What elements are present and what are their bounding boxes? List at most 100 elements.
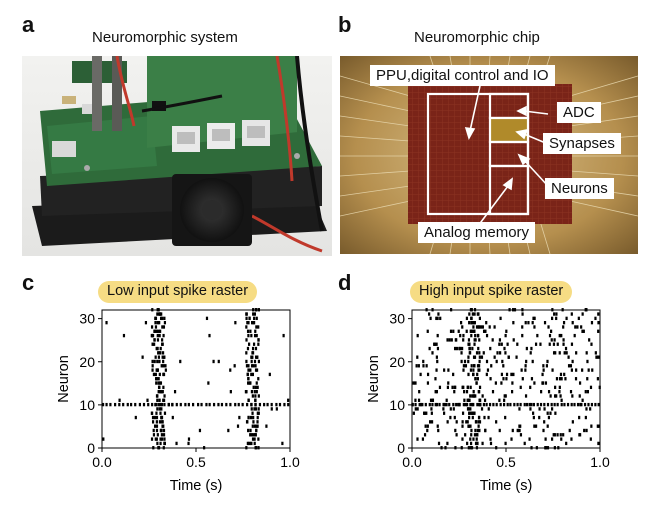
spike-mark	[412, 381, 415, 385]
spike-mark	[153, 359, 156, 364]
spike-mark	[580, 402, 583, 407]
spike-mark	[423, 433, 427, 437]
spike-mark	[157, 389, 160, 394]
spike-mark	[446, 420, 449, 424]
spike-mark	[503, 398, 506, 402]
spike-mark	[550, 437, 554, 441]
spike-mark	[533, 316, 536, 321]
spike-mark	[558, 351, 561, 355]
spike-mark	[253, 359, 257, 364]
spike-mark	[499, 402, 502, 407]
spike-mark	[443, 411, 446, 415]
spike-mark	[472, 355, 476, 359]
spike-mark	[511, 381, 514, 385]
spike-mark	[234, 402, 237, 407]
spike-mark	[159, 437, 162, 441]
spike-mark	[451, 385, 454, 390]
spike-mark	[472, 325, 475, 329]
spike-mark	[528, 402, 531, 407]
plot-frame	[101, 309, 291, 449]
spike-mark	[154, 372, 157, 377]
spike-mark	[153, 415, 157, 420]
spike-mark	[252, 415, 255, 420]
spike-mark	[429, 316, 432, 321]
spike-mark	[482, 402, 486, 407]
spike-mark	[505, 372, 509, 377]
spike-mark	[158, 407, 161, 411]
spike-mark	[485, 320, 488, 325]
spike-mark	[179, 359, 182, 364]
spike-mark	[249, 428, 252, 433]
spike-mark	[477, 424, 480, 428]
spike-mark	[435, 389, 438, 394]
spike-mark	[469, 424, 472, 428]
spike-mark	[476, 441, 479, 446]
y-axis-title: Neuron	[366, 355, 382, 403]
spike-mark	[486, 368, 490, 372]
spike-mark	[478, 325, 481, 329]
spike-mark	[475, 325, 479, 329]
spike-mark	[453, 346, 457, 351]
spike-mark	[559, 372, 563, 377]
spike-mark	[256, 424, 259, 428]
spike-mark	[589, 437, 592, 441]
spike-mark	[158, 372, 161, 377]
spike-mark	[548, 333, 552, 338]
spike-mark	[245, 325, 248, 329]
spike-mark	[245, 359, 248, 364]
spike-mark	[550, 329, 553, 333]
spike-mark	[499, 316, 502, 321]
spike-mark	[429, 420, 432, 424]
spike-mark	[500, 342, 503, 346]
spike-mark	[159, 351, 162, 355]
spike-mark	[152, 428, 155, 433]
spike-mark	[528, 437, 531, 441]
spike-mark	[492, 402, 495, 407]
spike-mark	[162, 372, 166, 377]
spike-mark	[157, 312, 160, 316]
spike-mark	[252, 312, 255, 316]
spike-mark	[478, 398, 481, 402]
spike-mark	[471, 394, 474, 398]
spike-mark	[458, 402, 461, 407]
spike-mark	[162, 355, 166, 359]
spike-mark	[480, 407, 484, 411]
spike-mark	[460, 359, 463, 364]
spike-mark	[250, 355, 253, 359]
spike-mark	[594, 351, 597, 355]
spike-mark	[474, 394, 477, 398]
spike-mark	[253, 389, 256, 394]
spike-mark	[253, 333, 257, 338]
spike-mark	[461, 411, 465, 415]
spike-mark	[571, 420, 574, 424]
spike-mark	[525, 359, 528, 364]
spike-mark	[498, 428, 501, 433]
spike-mark	[426, 381, 430, 385]
spike-mark	[584, 389, 587, 394]
spike-mark	[459, 320, 463, 325]
spike-mark	[448, 338, 451, 342]
spike-mark	[567, 364, 571, 368]
spike-mark	[578, 381, 582, 385]
spike-mark	[512, 320, 515, 325]
callout-neurons: Neurons	[545, 178, 614, 199]
spike-mark	[247, 342, 251, 346]
x-tick-label: 1.0	[280, 454, 300, 470]
spike-mark	[541, 381, 545, 385]
spike-mark	[532, 402, 536, 407]
spike-mark	[255, 333, 258, 338]
spike-mark	[553, 402, 556, 407]
spike-mark	[161, 325, 164, 329]
spike-mark	[468, 411, 471, 415]
x-tick-label: 0.0	[402, 454, 422, 470]
spike-mark	[249, 433, 252, 437]
spike-mark	[461, 420, 464, 424]
spike-mark	[474, 428, 477, 433]
spike-mark	[245, 312, 248, 316]
spike-mark	[586, 377, 589, 381]
spike-mark	[534, 424, 538, 428]
spike-mark	[459, 333, 462, 338]
spike-mark	[156, 338, 160, 342]
spike-mark	[418, 402, 421, 407]
spike-mark	[495, 359, 498, 364]
